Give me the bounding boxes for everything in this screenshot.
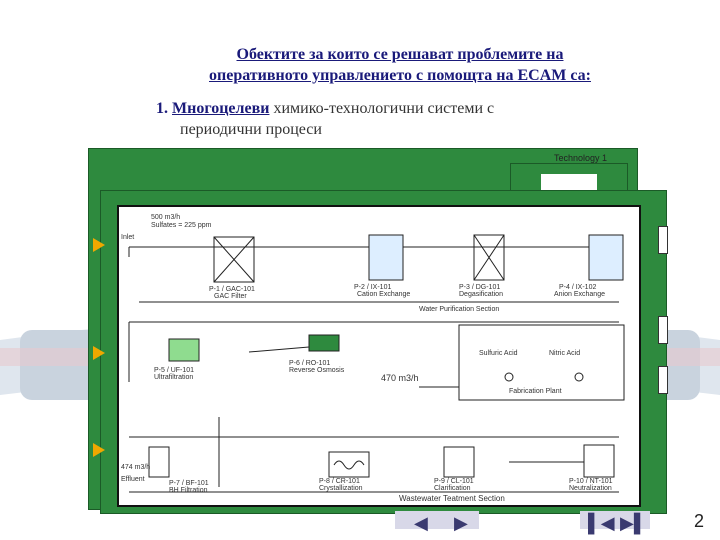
uf-label: P-5 / UF-101 xyxy=(154,367,194,374)
arrow-icon xyxy=(93,238,105,252)
nav-bar-left xyxy=(395,511,479,529)
window-side-tab[interactable] xyxy=(658,226,668,254)
bullet-number: 1. xyxy=(156,100,168,117)
gac-sub-label: GAC Filter xyxy=(214,293,247,300)
flow-ww-label: 474 m3/h xyxy=(121,464,150,471)
ro-label: P-6 / RO-101 xyxy=(289,360,330,367)
next-slide-button[interactable]: ▶ xyxy=(454,513,468,533)
window-side-tab[interactable] xyxy=(658,366,668,394)
cation-label: P-2 / IX-101 xyxy=(354,284,391,291)
flow-note-label: Sulfates = 225 ppm xyxy=(151,222,212,229)
degas-sub-label: Degasification xyxy=(459,291,503,298)
process-flow-diagram: 500 m3/h Sulfates = 225 ppm Inlet P-1 / … xyxy=(121,214,625,503)
neut-sub-label: Neutralization xyxy=(569,485,612,492)
flow-in-label: 500 m3/h xyxy=(151,214,180,221)
process-diagram-window[interactable]: 500 m3/h Sulfates = 225 ppm Inlet P-1 / … xyxy=(117,205,641,507)
anion-label: P-4 / IX-102 xyxy=(559,284,596,291)
nitric-label: Nitric Acid xyxy=(549,350,580,357)
page-number: 2 xyxy=(693,511,704,531)
slide-title: Обектите за които се решават проблемите … xyxy=(150,44,650,86)
title-line-1: Обектите за които се решават проблемите … xyxy=(236,46,564,63)
bullet-text: химико-технологични системи с xyxy=(269,100,495,117)
first-slide-button[interactable]: ▌◀ xyxy=(588,513,615,533)
cation-sub-label: Cation Exchange xyxy=(357,291,410,298)
arrow-icon xyxy=(93,346,105,360)
title-line-2: оперативното управлението с помощта на E… xyxy=(209,67,591,84)
uf-sub-label: Ultrafiltration xyxy=(154,374,193,381)
degas-label: P-3 / DG-101 xyxy=(459,284,500,291)
neut-label: P-10 / NT-101 xyxy=(569,478,613,485)
arrow-icon xyxy=(93,443,105,457)
last-slide-button[interactable]: ▶▌ xyxy=(620,513,647,533)
ww-section-label: Wastewater Teatment Section xyxy=(399,494,505,503)
gac-label: P-1 / GAC-101 xyxy=(209,286,255,293)
clar-sub-label: Clarification xyxy=(434,485,471,492)
water-section-label: Water Purification Section xyxy=(419,306,499,313)
sulfuric-label: Sulfuric Acid xyxy=(479,350,518,357)
flow-out-label: 470 m3/h xyxy=(381,373,419,383)
anion-sub-label: Anion Exchange xyxy=(554,291,605,298)
bullet-highlight: Многоцелеви xyxy=(172,100,270,117)
clar-label: P-9 / CL-101 xyxy=(434,478,474,485)
ro-sub-label: Reverse Osmosis xyxy=(289,367,345,374)
fab-plant-label: Fabrication Plant xyxy=(509,388,562,395)
window-side-tab[interactable] xyxy=(658,316,668,344)
mini-diagram-preview xyxy=(541,174,597,194)
inlet-label: Inlet xyxy=(121,234,134,241)
nav-bar-right xyxy=(580,511,650,529)
bf-label: P-7 / BF-101 xyxy=(169,480,209,487)
window-title: Technology 1 xyxy=(553,153,607,163)
bullet-item: 1. Многоцелеви химико-технологични систе… xyxy=(156,98,636,140)
bf-sub-label: BH Filtration xyxy=(169,487,208,494)
effluent-label: Effluent xyxy=(121,476,145,483)
cryst-sub-label: Crystallization xyxy=(319,485,363,492)
prev-slide-button[interactable]: ◀ xyxy=(414,513,428,533)
bullet-text-line2: периодични процеси xyxy=(180,121,322,138)
cryst-label: P-8 / CR-101 xyxy=(319,478,360,485)
